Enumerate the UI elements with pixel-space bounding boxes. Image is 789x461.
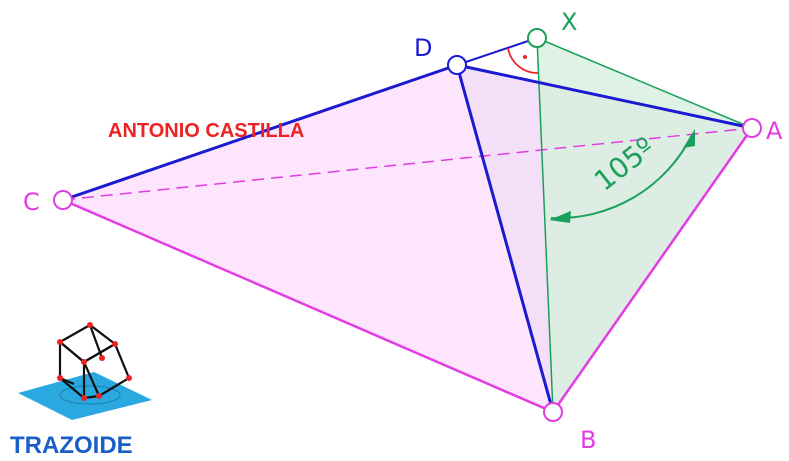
vertex-c — [53, 190, 73, 210]
edge-dx — [456, 37, 538, 66]
vertex-a — [742, 118, 762, 138]
edge-cb — [62, 198, 554, 414]
edge-ab — [551, 127, 754, 413]
vertex-x — [527, 28, 547, 48]
dashed-diagonal-ca — [62, 127, 753, 201]
angle-arrow-top — [683, 129, 695, 148]
edge-cd — [62, 63, 458, 202]
edge-da — [456, 63, 753, 130]
face-cdb — [63, 65, 553, 412]
logo-cube-nodes — [57, 322, 132, 401]
label-a: A — [766, 117, 783, 145]
label-x: X — [561, 8, 577, 36]
logo-shadow — [59, 385, 121, 405]
angle-arc-105 — [550, 134, 693, 220]
edge-db — [455, 64, 555, 413]
edge-xa — [536, 37, 753, 129]
label-b: B — [580, 426, 596, 454]
author-label: ANTONIO CASTILLA — [108, 120, 304, 142]
face-xab-green — [537, 38, 752, 412]
trazoide-logo — [18, 322, 152, 420]
label-d: D — [414, 34, 432, 62]
vertex-d — [447, 55, 467, 75]
right-angle-dot — [523, 55, 527, 59]
edge-xb — [536, 37, 554, 413]
brand-label: TRAZOIDE — [10, 432, 133, 459]
vertex-b — [543, 402, 563, 422]
label-c: C — [23, 188, 40, 216]
right-angle-arc — [507, 47, 539, 74]
angle-arrow-bottom — [549, 211, 571, 223]
